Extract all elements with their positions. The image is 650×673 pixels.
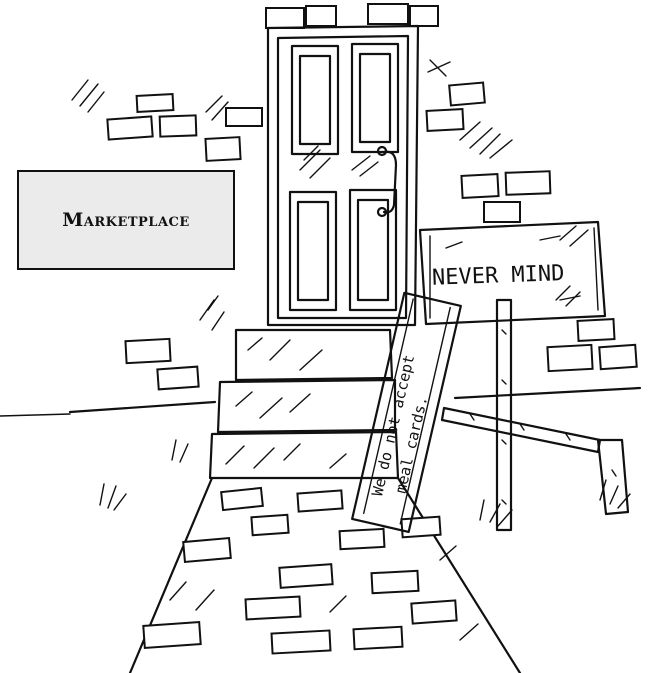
never-mind-text: NEVER MIND bbox=[432, 261, 565, 291]
front-steps bbox=[208, 328, 400, 480]
walkway bbox=[128, 476, 522, 673]
marketplace-plaque: Marketplace bbox=[17, 170, 235, 270]
sign-post bbox=[495, 298, 513, 532]
never-mind-sign: NEVER MIND bbox=[418, 220, 607, 326]
plaque-label: Marketplace bbox=[62, 209, 190, 231]
wall-hatching bbox=[71, 59, 589, 331]
grass-tufts bbox=[99, 439, 631, 527]
ground-lines bbox=[0, 386, 642, 417]
wall-bricks bbox=[106, 81, 638, 391]
doorway bbox=[265, 3, 439, 327]
support-beam bbox=[440, 406, 630, 516]
meal-cards-plank: We do not accept meal cards. bbox=[351, 291, 462, 534]
